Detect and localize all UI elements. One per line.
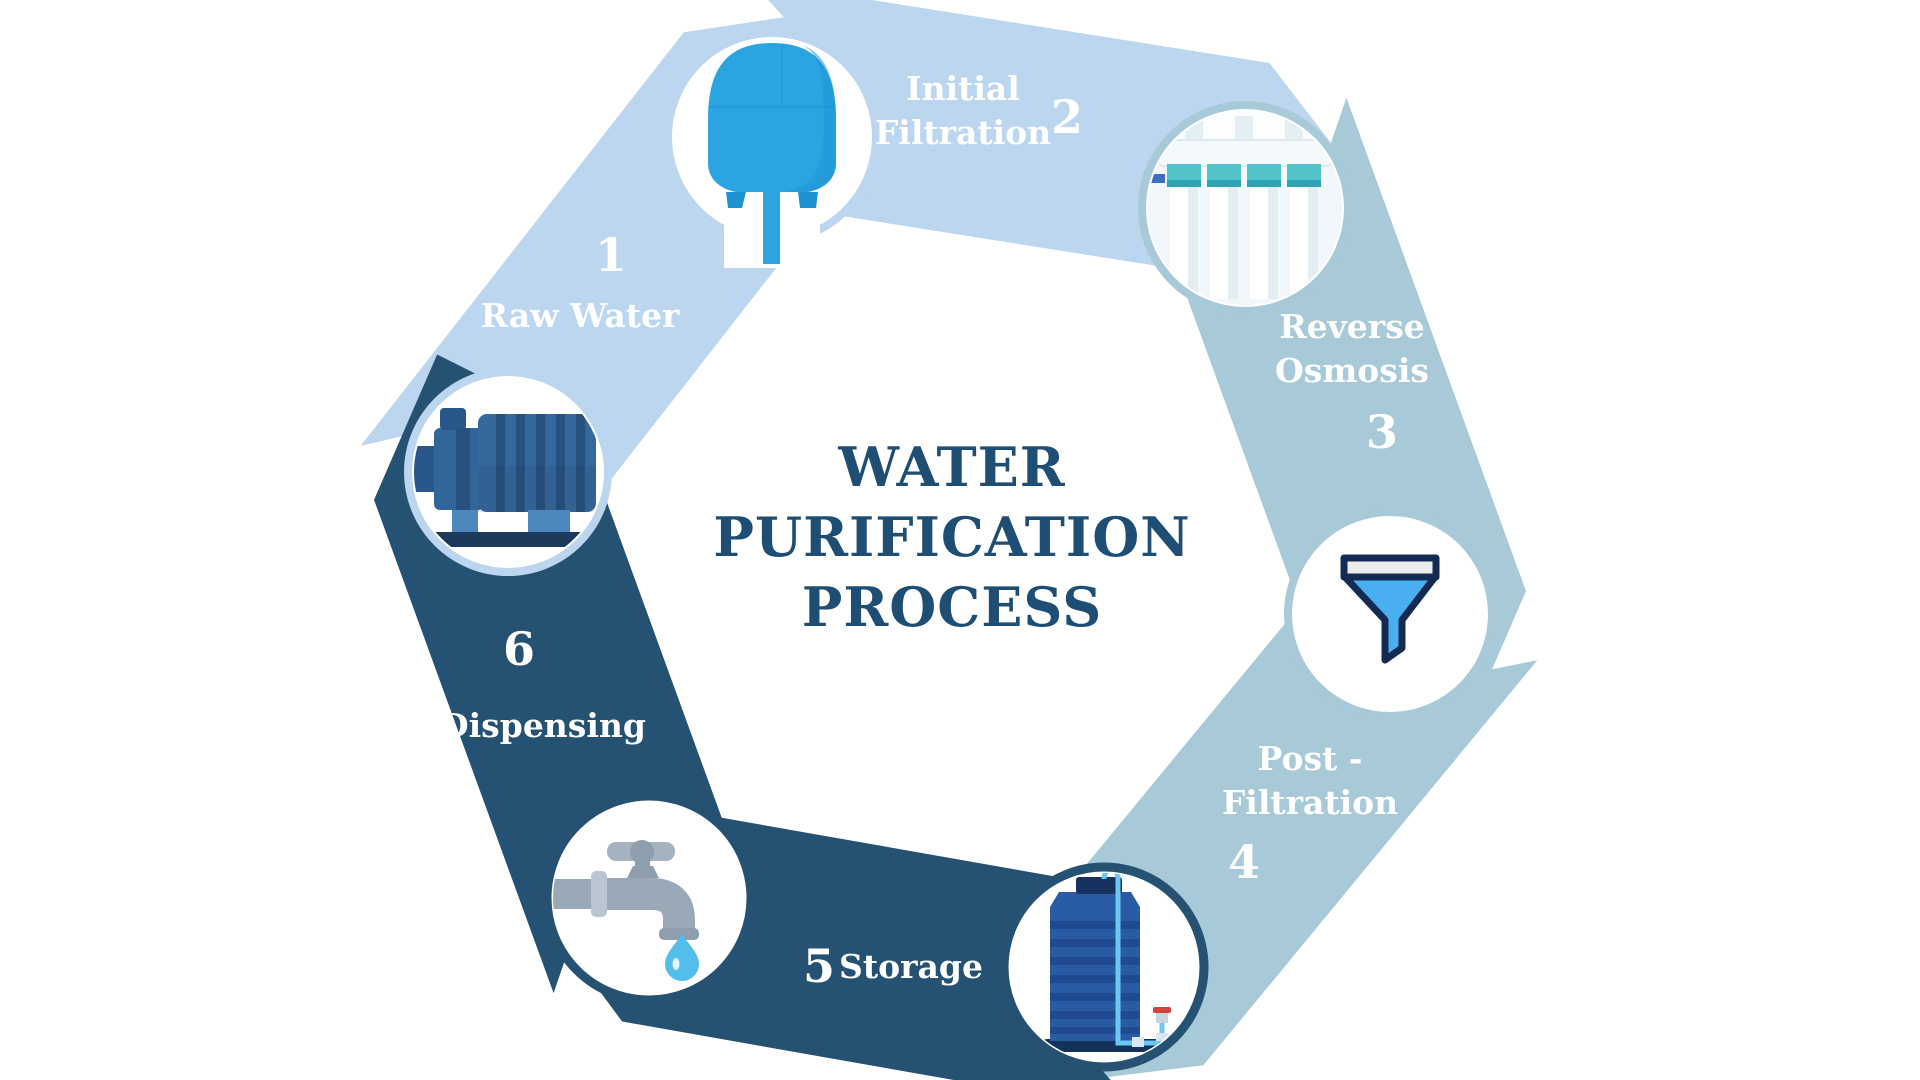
title-line-1: WATER: [838, 435, 1066, 499]
step-label-reverse: Reverse: [1279, 307, 1425, 346]
step-label-osmosis: Osmosis: [1275, 351, 1429, 390]
step-label-initial: Initial: [906, 69, 1020, 108]
water-storage-tank-icon: [1042, 873, 1171, 1052]
water-drop-icon: [665, 934, 699, 981]
step-number-3: 3: [1365, 405, 1399, 459]
step-label-initial-filtration: Initial Filtration: [875, 67, 1051, 155]
faucet-with-drop-icon: [553, 840, 699, 981]
step-label-raw-water: Raw Water: [480, 296, 680, 335]
title-line-3: PROCESS: [801, 575, 1103, 639]
step-number-1: 1: [594, 228, 628, 282]
step-label-post-filtration: Post - Filtration: [1222, 737, 1398, 825]
blue-pressure-tank-icon: [708, 43, 836, 208]
step-label-storage: Storage: [839, 947, 983, 986]
page-title: WATER PURIFICATION PROCESS: [713, 432, 1190, 642]
title-line-2: PURIFICATION: [713, 505, 1191, 569]
water-pump-icon: [414, 408, 600, 547]
step-number-6: 6: [502, 622, 536, 676]
step-label-post: Post -: [1257, 739, 1363, 778]
ro-filter-cartridges-icon: [1148, 111, 1342, 305]
step-label-reverse-osmosis: Reverse Osmosis: [1275, 305, 1429, 393]
step-number-5: 5: [802, 939, 836, 993]
filter-funnel-icon: [1340, 554, 1440, 664]
step-label-dispensing: Dispensing: [440, 706, 646, 745]
step-label-filtration-2: Filtration: [1221, 783, 1399, 822]
step-label-filtration: Filtration: [874, 113, 1052, 152]
step-number-2: 2: [1050, 90, 1084, 144]
tank-pipe-patch: [724, 186, 820, 268]
step-number-4: 4: [1227, 835, 1261, 889]
